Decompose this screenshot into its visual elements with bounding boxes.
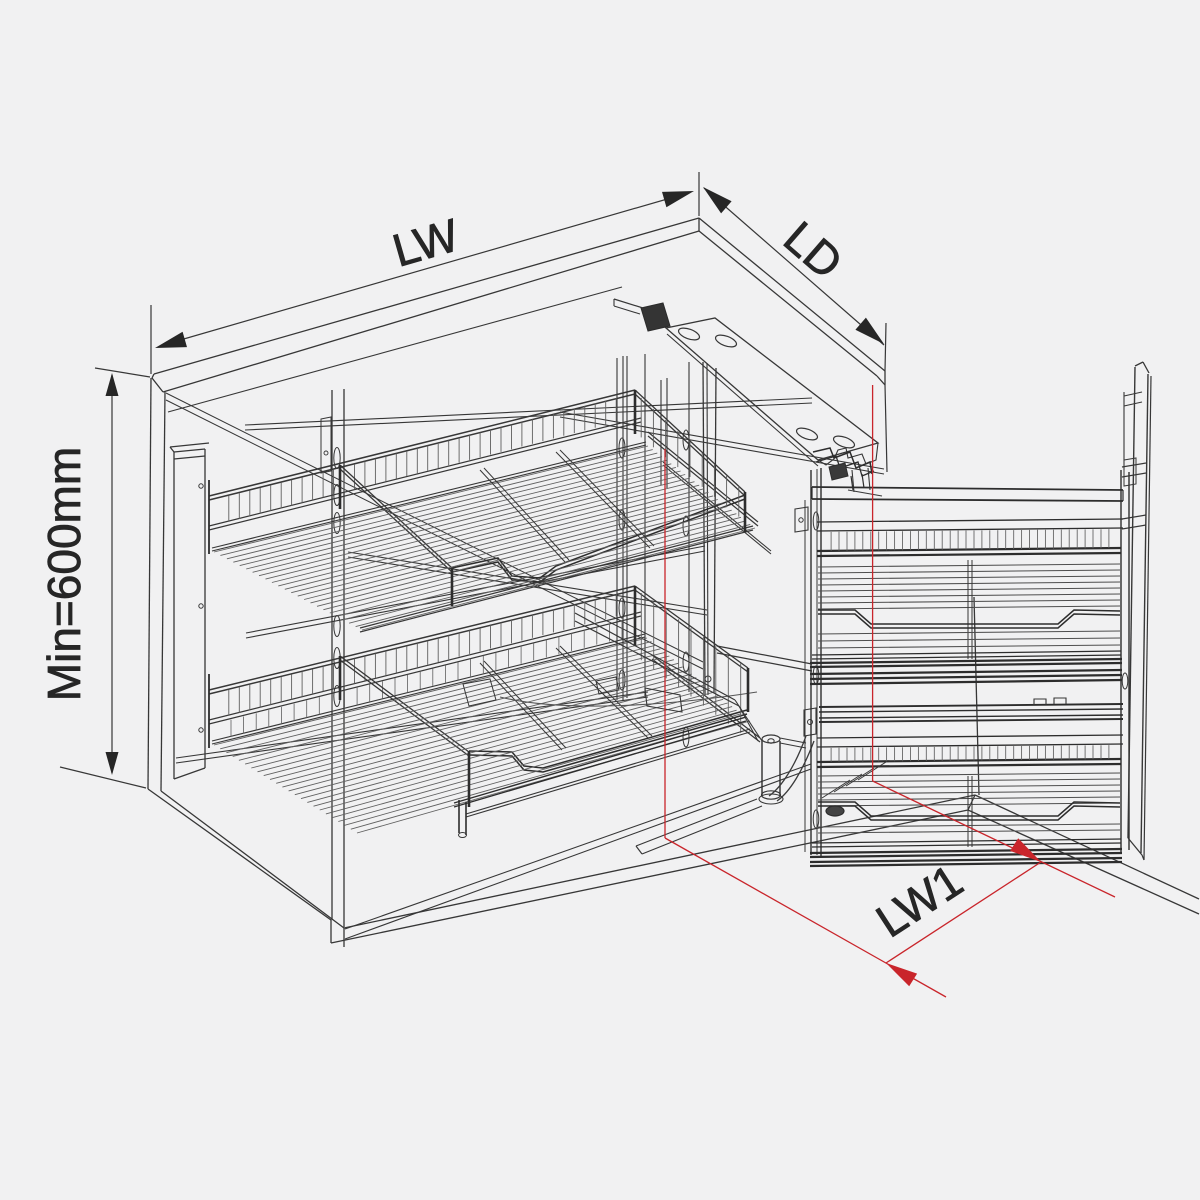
svg-text:Min=600mm: Min=600mm — [38, 447, 90, 701]
